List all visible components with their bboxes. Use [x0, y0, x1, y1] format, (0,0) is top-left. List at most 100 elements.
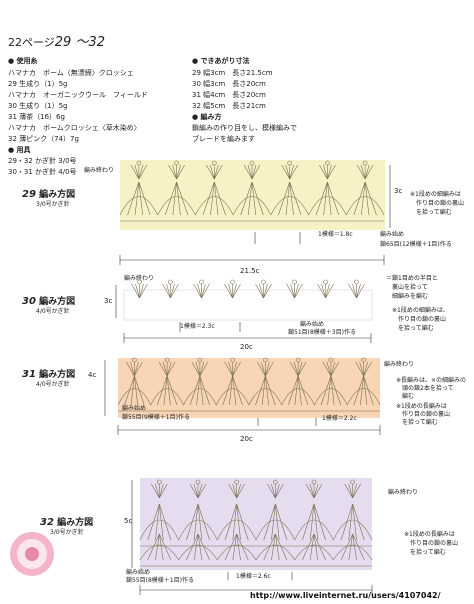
- chart-32-fan: [197, 483, 207, 499]
- materials-line: 29 生成り（1）5g: [8, 80, 68, 88]
- chart-30-fan: [228, 283, 233, 299]
- diagram-30-chain: 鎖51目(8模様＋3目)作る: [288, 329, 356, 336]
- chart-31-fan: [134, 361, 143, 377]
- chart-30-fan: [139, 283, 148, 299]
- chart-32b-arch: [333, 544, 373, 561]
- chart-29-fan: [364, 164, 370, 180]
- chart-29-fan: [281, 164, 290, 180]
- method-line: 鎖編みの作り目をし、模様編みで: [192, 124, 297, 132]
- chart-31-fan: [134, 361, 139, 377]
- chart-32-arch: [294, 519, 334, 541]
- chart-29-stitch: [172, 181, 177, 216]
- chart-32b-stitch: [236, 533, 249, 561]
- chart-30-fan: [294, 283, 303, 299]
- chart-32b-stitch: [159, 533, 164, 561]
- chart-31-fan: [232, 361, 241, 377]
- diagram-29-note: ※1段めの細編みは: [410, 191, 461, 198]
- diagram-30-note: を拾って編む: [398, 325, 434, 332]
- chart-29-fan: [213, 164, 219, 180]
- chart-32b-arch: [255, 544, 295, 561]
- chart-32-stitch: [159, 503, 164, 541]
- chart-29-fan: [138, 164, 144, 180]
- chart-29-arch: [195, 196, 234, 216]
- diagram-31-title: 31 編み方図: [22, 369, 76, 380]
- chart-30-fan: [139, 283, 144, 299]
- chart-32-picot: [195, 479, 201, 485]
- diagram-31-width: 20c: [240, 435, 253, 443]
- chart-32-stitch: [313, 503, 319, 541]
- chart-32b-stitch: [155, 533, 160, 561]
- chart-32-stitch: [186, 503, 199, 541]
- diagram-32-note: を拾って編む: [410, 549, 446, 556]
- chart-32-stitch: [313, 503, 326, 541]
- chart-31-fan: [363, 361, 368, 377]
- materials-line: ハマナカ ボーム〈無漂締〉クロッシェ: [8, 69, 134, 77]
- chart-30-fan: [135, 283, 140, 299]
- chart-31-fan: [289, 361, 299, 377]
- chart-29-stitch: [289, 181, 302, 216]
- chart-29-fan: [243, 164, 253, 180]
- diagram-31-end: 編み終わり: [384, 361, 415, 368]
- chart-32b-stitch: [302, 533, 315, 561]
- chart-29-picot: [287, 160, 293, 166]
- diagram-30-legend: 裏山を拾って: [386, 284, 428, 291]
- page-range: 29 〜32: [54, 35, 105, 50]
- chart-29-arch: [119, 196, 158, 216]
- chart-32b-stitch: [224, 533, 237, 561]
- chart-32-fan: [275, 483, 280, 499]
- chart-32b-stitch: [159, 533, 172, 561]
- size-line: 31 幅4cm 長さ20cm: [192, 91, 266, 99]
- chart-30-fan: [201, 283, 210, 299]
- chart-31-arch: [215, 388, 250, 406]
- chart-32b-stitch: [309, 533, 315, 561]
- chart-31-fan: [126, 361, 135, 377]
- chart-32-fan: [197, 483, 203, 499]
- chart-31-picot: [295, 357, 301, 363]
- chart-31-stitch: [189, 375, 201, 406]
- chart-29-fan: [364, 164, 374, 180]
- chart-31-fan: [158, 361, 168, 377]
- chart-30-picot: [354, 279, 359, 285]
- chart-30-picot: [261, 279, 266, 285]
- chart-31-fan: [224, 361, 233, 377]
- chart-31-fan: [297, 361, 303, 377]
- chart-32b-arch: [178, 544, 218, 561]
- chart-32-stitch: [275, 503, 280, 541]
- chart-31-fan: [199, 361, 205, 377]
- materials-line: 31 薄茶（16）6g: [8, 113, 65, 121]
- chart-29-arch: [270, 196, 309, 216]
- chart-32-arch: [333, 519, 373, 541]
- chart-30-fan: [232, 283, 237, 299]
- chart-31-fan: [293, 361, 299, 377]
- chart-30-fan: [263, 283, 272, 299]
- chart-32-picot: [234, 479, 239, 485]
- chart-29-arch: [308, 196, 347, 216]
- chart-29-stitch: [251, 181, 264, 216]
- chart-31-stitch: [255, 375, 266, 406]
- band-31: [118, 358, 380, 418]
- chart-32-arch: [178, 519, 218, 541]
- chart-31-fan: [257, 361, 266, 377]
- chart-31-fan: [330, 361, 340, 377]
- chart-30-fan: [170, 283, 175, 299]
- materials-line: ハマナカ ボームクロッシェ〈草木染め〉: [8, 124, 141, 132]
- chart-30-fan: [232, 283, 241, 299]
- chart-32-fan: [352, 483, 357, 499]
- chart-29-stitch: [240, 181, 253, 216]
- chart-29-fan: [138, 164, 148, 180]
- chart-31-stitch: [124, 375, 135, 406]
- chart-32-stitch: [155, 503, 160, 541]
- materials-heading: ● 使用糸: [8, 57, 38, 65]
- chart-31-fan: [130, 361, 135, 377]
- chart-31-stitch: [265, 375, 269, 406]
- chart-30-fan: [348, 283, 357, 299]
- chart-31-fan: [261, 361, 266, 377]
- method-heading: ● 編み方: [192, 113, 222, 121]
- chart-32-picot: [350, 479, 355, 485]
- diagram-31-chain: 鎖55目(9模様＋1目)作る: [122, 414, 190, 421]
- diagram-30-legend: 細編みを編む: [386, 293, 429, 300]
- chart-32-stitch: [236, 503, 241, 541]
- chart-29-stitch: [327, 181, 332, 216]
- chart-30-fan: [259, 283, 264, 299]
- chart-29-fan: [251, 164, 261, 180]
